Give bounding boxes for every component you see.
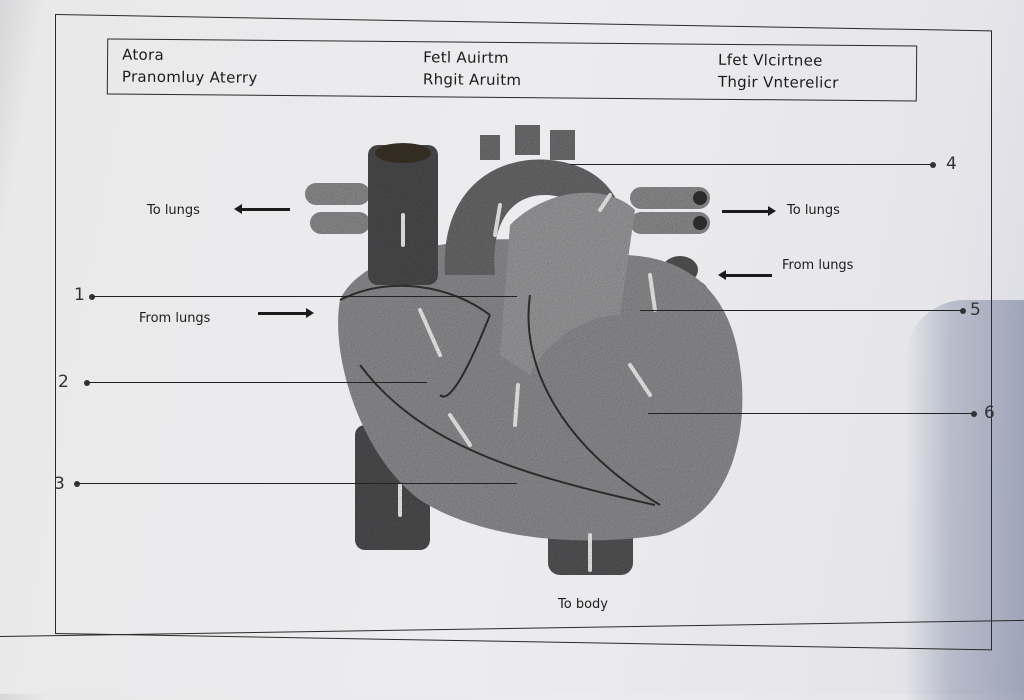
callout-number-2: 2 [58,372,69,392]
key-column-3: Lfet Vlcirtnee Thgir Vnterelicr [718,49,839,94]
callout-dot [930,161,936,168]
arrow-right-icon [722,206,776,216]
callout-number-1: 1 [74,285,85,305]
key-term: Pranomluy Aterry [121,67,258,87]
key-term: Rhgit Aruitm [422,70,522,90]
key-column-2: Fetl Auirtm Rhgit Aruitm [423,46,522,91]
answer-key-box: Atora Pranomluy Aterry Fetl Auirtm Rhgit… [106,38,918,102]
callout-number-3: 3 [54,474,65,494]
flow-label-to-lungs-right: To lungs [787,203,840,218]
callout-line-1 [92,296,517,297]
heart-illustration [305,125,743,575]
arrow-left-icon [234,204,290,214]
key-term: Thgir Vnterelicr [717,72,839,92]
arrow-left-icon [718,270,772,280]
flow-label-from-lungs-right: From lungs [782,258,854,273]
arrow-right-icon [258,308,314,318]
callout-line-4 [570,164,932,165]
key-column-1: Atora Pranomluy Aterry [122,44,258,89]
key-term: Fetl Auirtm [423,48,509,67]
callout-number-4: 4 [946,154,957,174]
callout-line-6 [648,413,972,414]
callout-dot [971,410,977,417]
key-term: Atora [122,45,165,64]
callout-line-5 [640,310,962,311]
callout-line-3 [77,483,517,484]
callout-number-5: 5 [970,300,981,320]
flow-label-from-lungs-left: From lungs [139,311,211,326]
callout-number-6: 6 [984,403,995,423]
callout-line-2 [87,382,427,383]
callout-dot [960,307,966,314]
key-term: Lfet Vlcirtnee [718,50,823,70]
flow-label-to-body: To body [558,597,608,612]
flow-label-to-lungs-left: To lungs [147,203,200,218]
